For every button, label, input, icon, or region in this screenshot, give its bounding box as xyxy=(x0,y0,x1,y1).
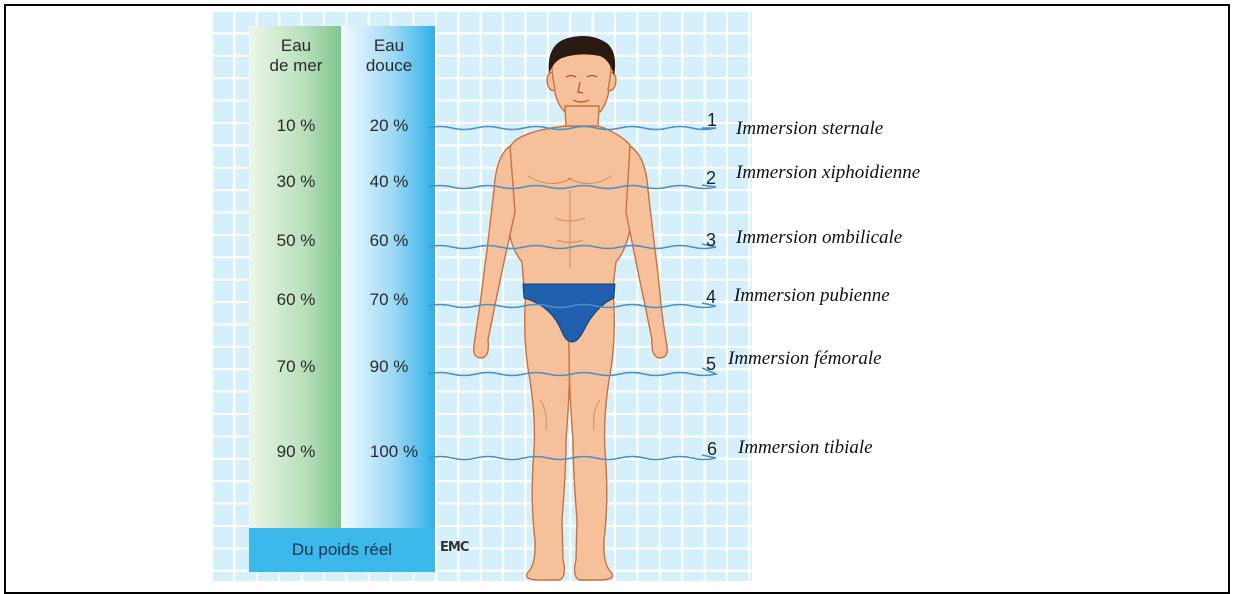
level-label-2: Immersion xiphoidienne xyxy=(736,162,920,184)
level-number-6: 6 xyxy=(707,439,717,460)
level-number-5: 5 xyxy=(706,354,716,375)
water-line-6 xyxy=(428,455,716,460)
level-label-6: Immersion tibiale xyxy=(738,437,873,459)
left-arm xyxy=(474,146,515,358)
body-and-levels-drawing xyxy=(0,0,1235,581)
level-label-4: Immersion pubienne xyxy=(734,285,890,307)
level-number-4: 4 xyxy=(706,287,716,308)
level-label-5: Immersion fémorale xyxy=(728,348,882,370)
level-number-3: 3 xyxy=(706,230,716,251)
level-number-2: 2 xyxy=(706,168,716,189)
right-arm xyxy=(626,146,667,358)
neck xyxy=(565,106,599,128)
level-number-1: 1 xyxy=(707,110,717,131)
level-label-3: Immersion ombilicale xyxy=(736,227,902,249)
level-label-1: Immersion sternale xyxy=(736,118,883,140)
